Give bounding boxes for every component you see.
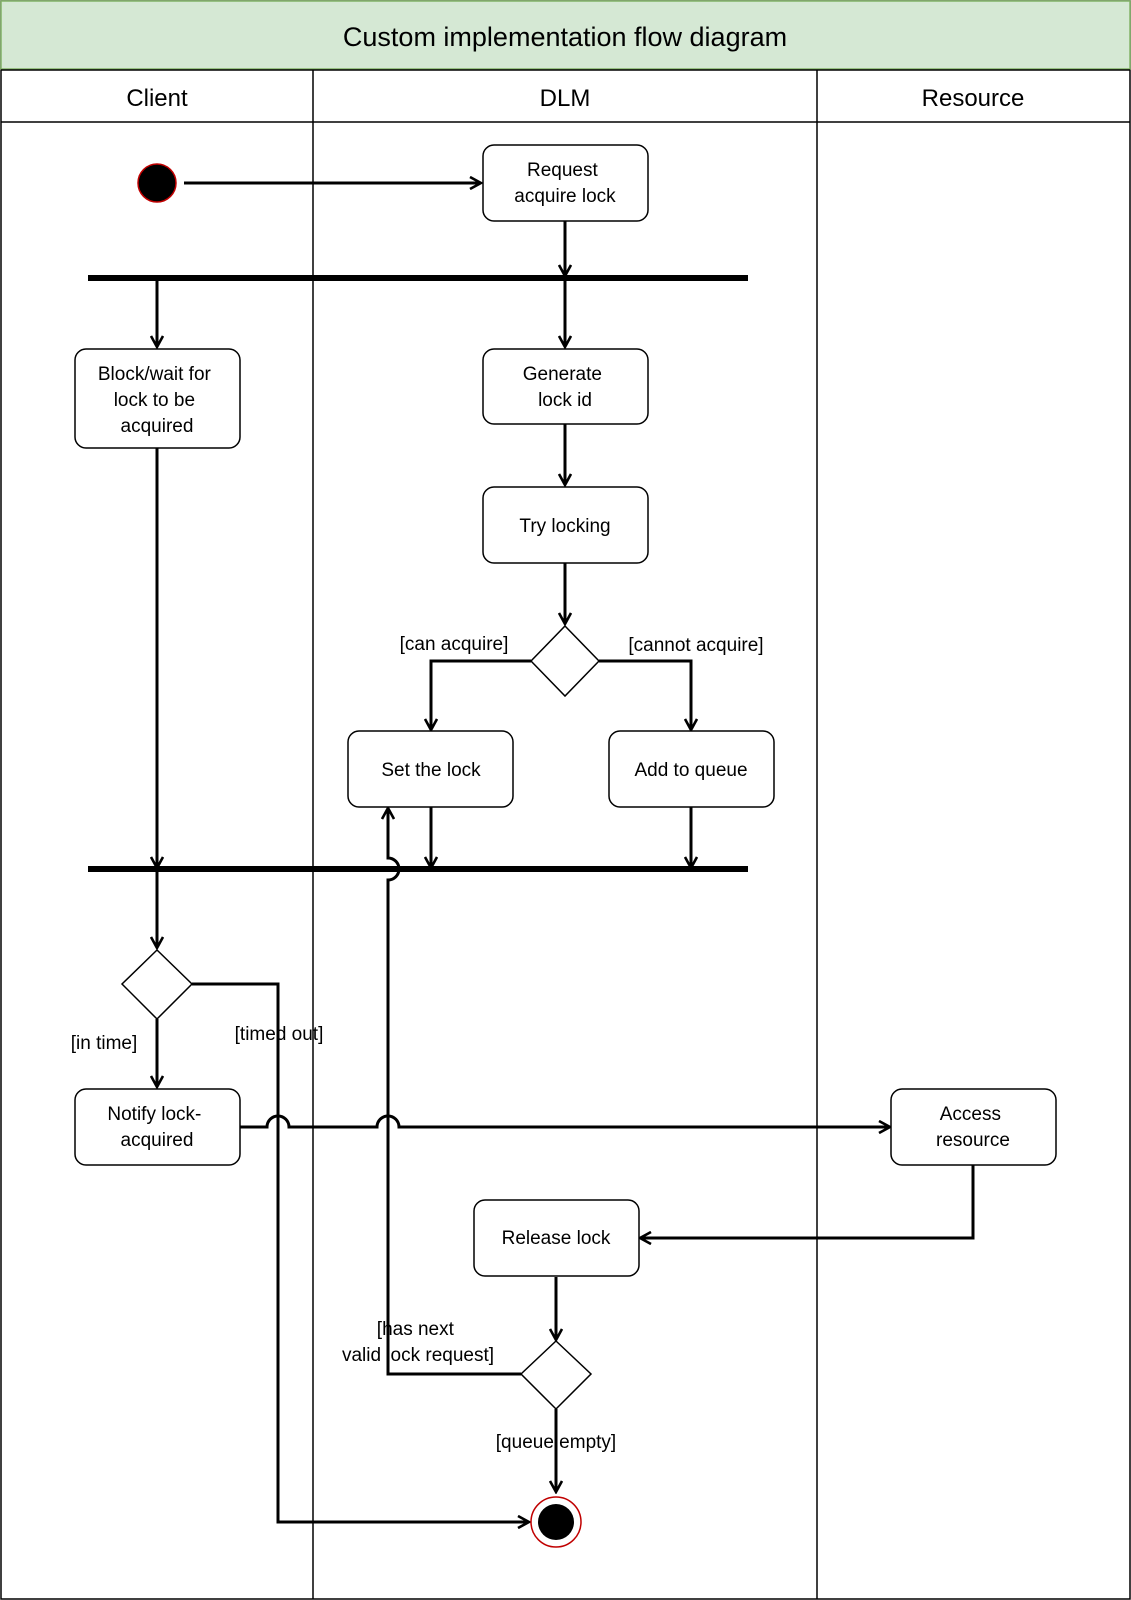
- lane-title-dlm: DLM: [540, 85, 591, 112]
- svg-text:Block/wait for lock to b: Block/wait for lock to be acquired: [98, 364, 216, 437]
- flow-access-to-release: [641, 1165, 975, 1238]
- node-add-to-queue: Add to queue: [608, 730, 775, 808]
- flow-notify-to-access: [240, 1114, 889, 1127]
- guard-line: [has next: [377, 1319, 455, 1340]
- node-label-line: Try locking: [519, 516, 610, 537]
- flow-timed-out-to-end: [192, 982, 528, 1522]
- start-node: [137, 163, 177, 203]
- node-label-line: lock id: [538, 390, 592, 411]
- node-label-line: Set the lock: [381, 760, 481, 781]
- node-label-line: Release lock: [502, 1228, 611, 1249]
- node-label-line: acquired: [121, 1130, 194, 1151]
- node-label-line: acquire lock: [514, 186, 616, 207]
- flow-decision-to-set-lock: [431, 659, 531, 729]
- svg-text:Try locking: Try locking: [519, 516, 610, 537]
- node-release-lock: Release lock: [473, 1199, 640, 1277]
- node-label-line: Request: [527, 160, 598, 181]
- flow-edges: [157, 183, 975, 1522]
- node-label-line: Generate: [523, 364, 602, 385]
- guard-line: valid lock request]: [342, 1345, 494, 1366]
- node-label-line: Notify lock-: [107, 1104, 201, 1125]
- svg-text:Add to queue: Add to queue: [634, 760, 747, 781]
- node-set-the-lock: Set the lock: [347, 730, 514, 808]
- flow-decision-to-queue: [599, 659, 691, 729]
- guard-has-next: [has next valid lock request]: [342, 1319, 494, 1366]
- node-label-line: lock to be: [114, 390, 195, 411]
- end-node: [530, 1496, 582, 1548]
- node-label-line: acquired: [121, 416, 194, 437]
- end-node-core: [538, 1504, 574, 1540]
- node-label-line: Add to queue: [634, 760, 747, 781]
- svg-text:Release lock: Release lock: [502, 1228, 611, 1249]
- svg-text:Request acquire lock: Request acquire lock: [514, 160, 616, 207]
- node-access-resource: Access resource: [890, 1088, 1057, 1166]
- node-try-locking: Try locking: [482, 486, 649, 564]
- node-generate-lock-id: Generate lock id: [482, 348, 649, 425]
- diagram-title: Custom implementation flow diagram: [343, 22, 787, 52]
- svg-text:Generate lock id: Generate lock id: [523, 364, 608, 411]
- title-background: [0, 0, 1131, 70]
- guard-in-time: [in time]: [71, 1033, 138, 1054]
- lane-title-resource: Resource: [922, 85, 1025, 112]
- node-label-line: Block/wait for: [98, 364, 212, 385]
- node-label-line: Access: [940, 1104, 1001, 1125]
- guard-cannot-acquire: [cannot acquire]: [628, 635, 763, 656]
- lock-decision-diamond: [529, 624, 601, 698]
- node-request-acquire-lock: Request acquire lock: [482, 144, 649, 222]
- svg-text:Notify lock- acquired: Notify lock- acquired: [107, 1104, 206, 1151]
- title-band: Custom implementation flow diagram: [0, 0, 1131, 70]
- queue-decision-diamond: [519, 1339, 593, 1411]
- node-label-line: resource: [936, 1130, 1010, 1151]
- timeout-decision-diamond: [120, 948, 194, 1021]
- flow-has-next-to-set-lock: [388, 809, 521, 1376]
- svg-text:Set the lock: Set the lock: [381, 760, 481, 781]
- node-notify-lock-acquired: Notify lock- acquired: [74, 1088, 241, 1166]
- svg-text:Access resource: Access resource: [936, 1104, 1010, 1151]
- lane-title-client: Client: [126, 85, 188, 112]
- guard-queue-empty: [queue empty]: [496, 1432, 616, 1453]
- node-block-wait: Block/wait for lock to be acquired: [74, 348, 241, 449]
- guard-can-acquire: [can acquire]: [400, 634, 509, 655]
- guard-timed-out: [timed out]: [235, 1024, 324, 1045]
